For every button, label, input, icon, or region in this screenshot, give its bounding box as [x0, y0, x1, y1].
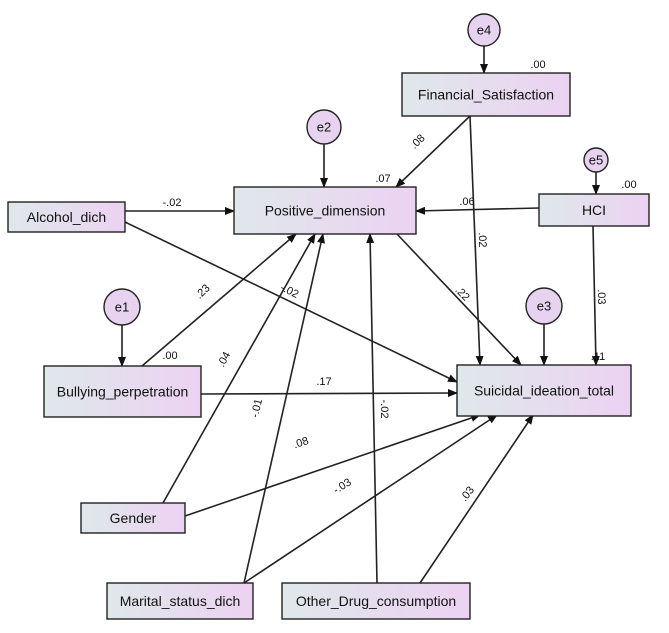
path-arrow-bullying-to-suicidal — [200, 389, 458, 398]
path-coefficient-gender-to-positive: .04 — [215, 350, 233, 369]
path-coefficient-gender-to-suicidal: .08 — [292, 435, 310, 451]
variable-label-drug: Other_Drug_consumption — [296, 593, 456, 609]
variable-label-gender: Gender — [110, 510, 157, 526]
path-coefficient-positive-to-suicidal: .22 — [453, 284, 472, 303]
variable-label-hci: HCI — [582, 202, 606, 218]
variable-box-hci — [538, 193, 650, 227]
variable-label-suicidal: Suicidal_ideation_total — [474, 383, 614, 399]
error-label-e3: e3 — [537, 299, 551, 314]
error-label-e2: e2 — [317, 120, 331, 135]
variable-box-positive — [233, 186, 417, 235]
path-coefficient-hci-to-suicidal: .03 — [595, 289, 608, 305]
path-arrow-financial-to-suicidal — [469, 115, 484, 366]
variable-label-bullying: Bullying_perpetration — [57, 384, 189, 400]
path-arrow-financial-to-positive — [395, 115, 471, 188]
variable-label-alcohol: Alcohol_dich — [27, 209, 106, 225]
error-label-e1: e1 — [115, 300, 129, 315]
path-arrow-positive-to-suicidal — [396, 233, 522, 366]
path-coefficient-alcohol-to-positive: -.02 — [163, 197, 182, 209]
path-coefficient-financial-to-suicidal: .02 — [476, 232, 489, 248]
r-squared-bullying: .00 — [162, 350, 177, 362]
path-coefficient-bullying-to-positive: .23 — [193, 282, 212, 301]
path-coefficient-marital-to-positive: -.01 — [249, 398, 265, 419]
path-coefficient-bullying-to-suicidal: .17 — [316, 376, 331, 388]
path-arrow-marital-to-positive — [243, 233, 325, 584]
variable-box-gender — [80, 502, 186, 534]
error-label-e5: e5 — [589, 153, 603, 168]
variable-label-positive: Positive_dimension — [265, 203, 386, 219]
error-label-e4: e4 — [477, 23, 491, 38]
path-arrow-marital-to-suicidal — [243, 414, 498, 584]
path-arrow-hci-to-suicidal — [591, 225, 600, 366]
variable-box-suicidal — [456, 364, 632, 417]
variable-box-bullying — [43, 365, 202, 418]
variable-box-financial — [401, 72, 571, 117]
path-arrow-bullying-to-positive — [141, 233, 297, 367]
r-squared-suicidal: .11 — [591, 351, 605, 363]
path-coefficient-hci-to-positive: .06 — [459, 196, 474, 208]
r-squared-positive: .07 — [375, 173, 390, 185]
error-term-e3 — [525, 287, 563, 325]
path-arrow-gender-to-positive — [162, 233, 316, 504]
error-term-e4 — [467, 13, 501, 47]
path-arrow-drug-to-suicidal — [419, 414, 534, 584]
variable-label-financial: Financial_Satisfaction — [418, 87, 554, 103]
error-term-e1 — [103, 288, 141, 326]
variable-box-marital — [106, 582, 254, 620]
path-coefficient-marital-to-suicidal: -.03 — [331, 476, 353, 496]
path-arrow-hci-to-positive — [415, 206, 540, 215]
path-arrow-gender-to-suicidal — [184, 414, 481, 517]
error-term-e2 — [306, 109, 342, 145]
error-term-e5 — [583, 147, 609, 173]
variable-box-alcohol — [7, 201, 126, 233]
path-coefficient-drug-to-positive: -.02 — [378, 400, 390, 419]
path-arrow-drug-to-positive — [366, 233, 378, 584]
r-squared-financial: .00 — [530, 59, 545, 71]
variable-label-marital: Marital_status_dich — [120, 593, 241, 609]
path-arrow-alcohol-to-suicidal — [124, 221, 458, 383]
variable-box-drug — [281, 582, 471, 620]
r-squared-hci: .00 — [621, 179, 636, 191]
path-coefficient-financial-to-positive: .08 — [408, 132, 427, 151]
